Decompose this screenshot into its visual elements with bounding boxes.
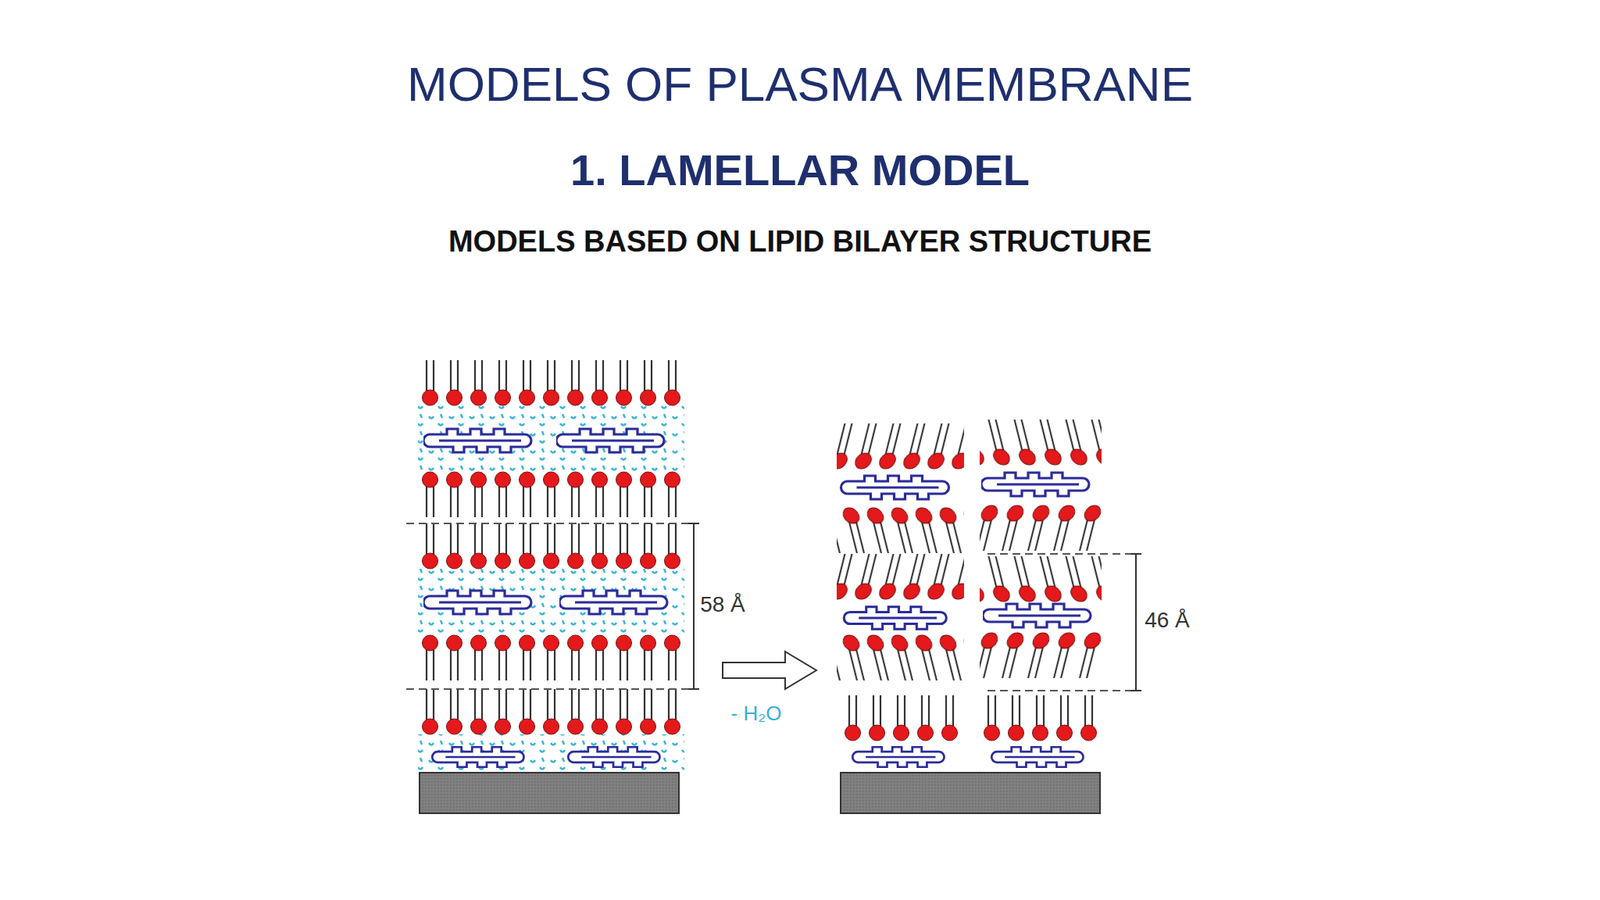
protein-shape — [841, 475, 950, 500]
section-heading: MODELS BASED ON LIPID BILAYER STRUCTURE — [448, 225, 1152, 260]
lipid-row — [417, 521, 685, 571]
lipid-row — [417, 470, 685, 519]
protein-shape — [559, 590, 668, 615]
protein-shape — [843, 607, 947, 630]
dimension-bracket — [1135, 553, 1137, 691]
dimension-label: 46 Å — [1144, 607, 1190, 633]
dehydration-arrow — [722, 651, 817, 690]
lipid-row — [836, 421, 965, 471]
hydrated-stack — [406, 358, 700, 814]
protein-shape — [991, 746, 1083, 768]
model-heading: 1. LAMELLAR MODEL — [570, 145, 1030, 196]
substrate — [419, 772, 679, 814]
process-label: - H₂O — [731, 702, 783, 726]
dashed-guide — [987, 689, 1141, 692]
lipid-row — [417, 633, 685, 683]
dimension-tick — [1130, 689, 1142, 692]
protein-shape — [432, 746, 524, 768]
lipid-row — [979, 693, 1100, 743]
dimension-bracket — [692, 523, 695, 690]
lipid-row — [836, 506, 965, 555]
protein-shape — [852, 746, 944, 768]
protein-shape — [423, 428, 532, 453]
substrate — [840, 772, 1100, 814]
dashed-guide — [406, 522, 694, 525]
lipid-row — [979, 554, 1102, 604]
dimension-tick — [688, 522, 700, 525]
protein-shape — [423, 590, 532, 615]
protein-shape — [981, 472, 1090, 497]
lipid-row — [979, 631, 1102, 680]
dashed-guide — [987, 553, 1141, 555]
dimension-tick — [1130, 553, 1142, 555]
lipid-row — [836, 552, 965, 601]
water-layer — [417, 734, 685, 771]
dashed-guide — [406, 688, 694, 690]
lipid-row — [836, 633, 965, 683]
dimension-label: 58 Å — [700, 592, 746, 618]
page-title: MODELS OF PLASMA MEMBRANE — [407, 56, 1193, 112]
dehydrated-stack — [836, 417, 1142, 814]
lipid-row — [979, 503, 1102, 553]
lipid-row — [840, 693, 965, 743]
water-layer — [417, 405, 685, 472]
protein-shape — [556, 428, 665, 453]
lipid-row — [417, 358, 685, 408]
lipid-row — [417, 687, 685, 736]
protein-shape — [567, 746, 660, 768]
water-layer — [417, 568, 685, 636]
dimension-tick — [688, 688, 700, 690]
lipid-row — [979, 417, 1102, 467]
protein-shape — [982, 603, 1091, 628]
